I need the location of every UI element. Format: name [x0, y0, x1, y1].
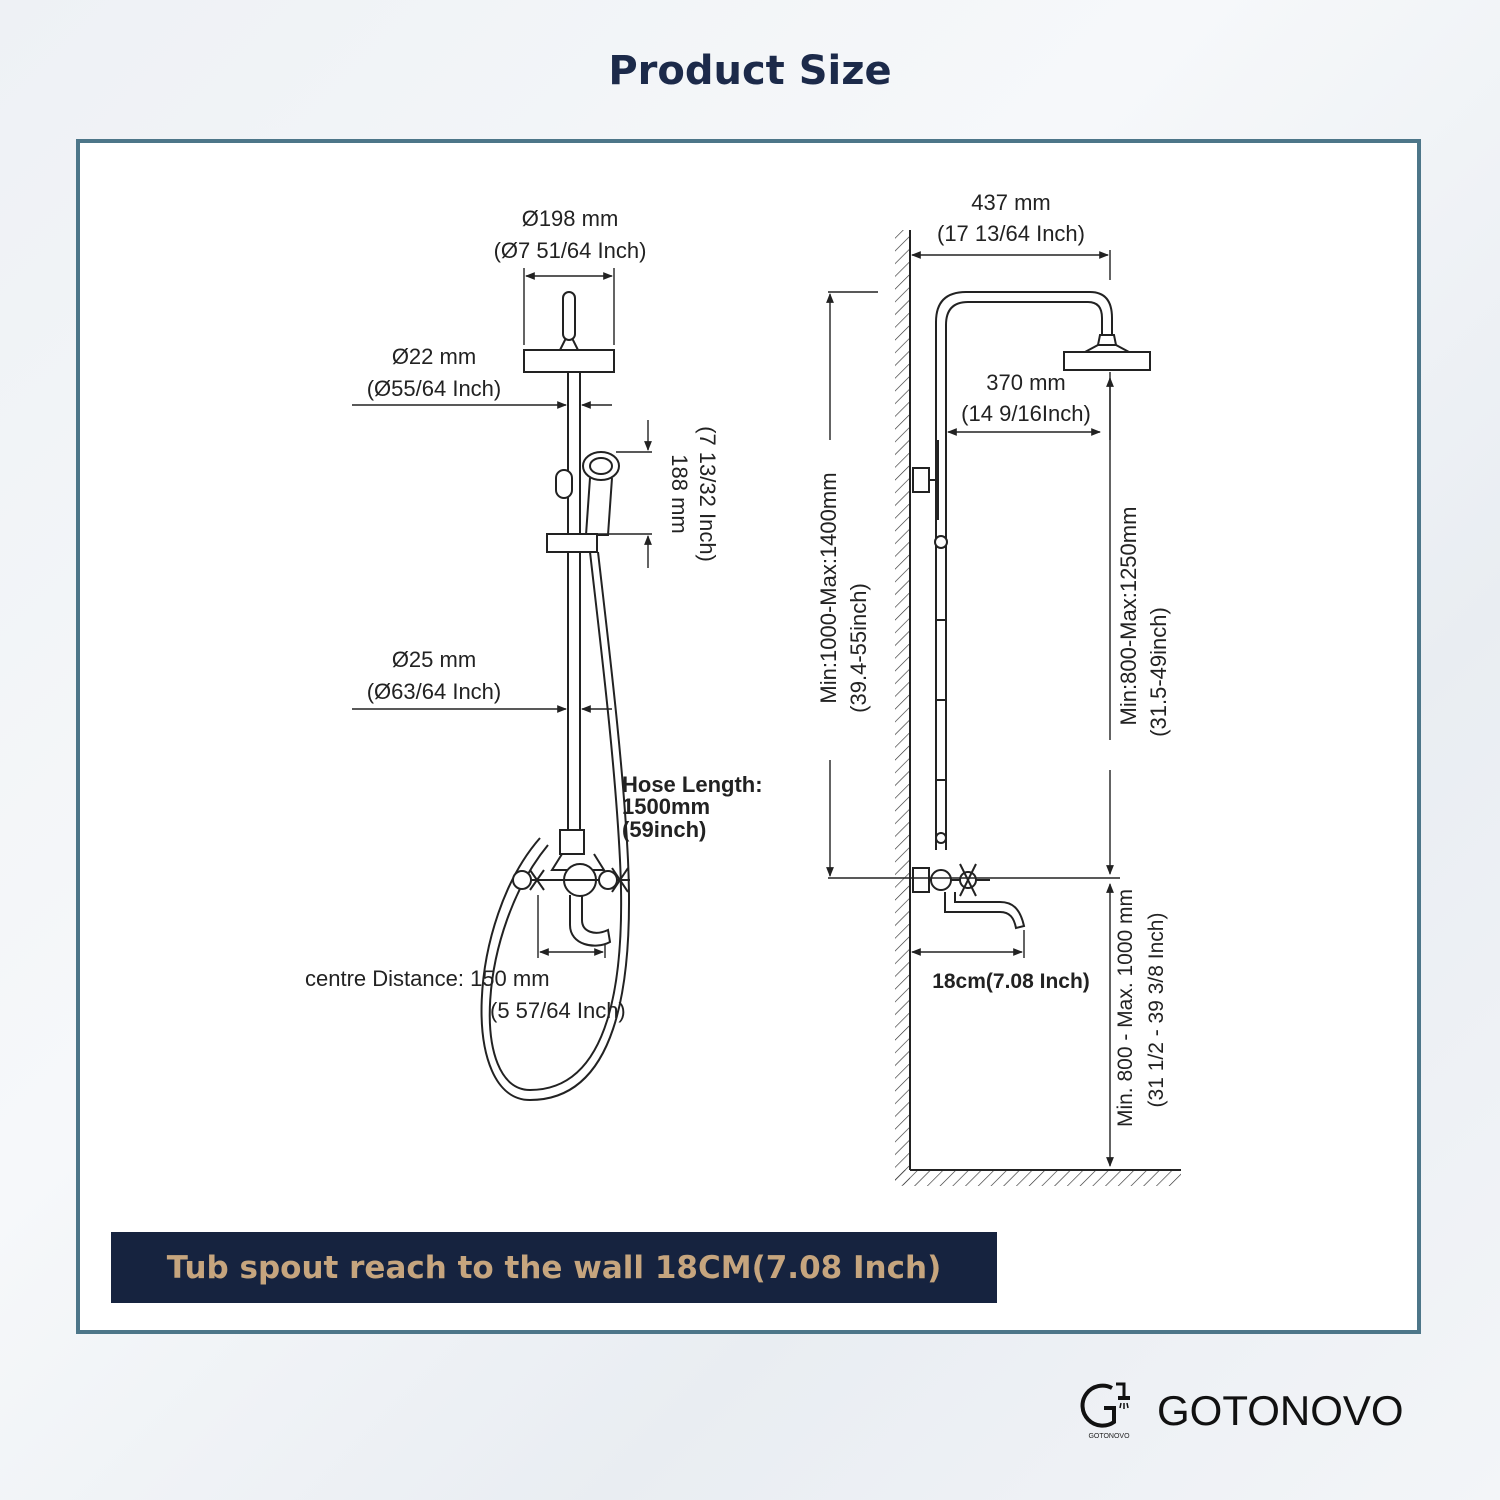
- arm-reach-label: 437 mm: [971, 190, 1050, 215]
- floor-hatch: [895, 1170, 1181, 1186]
- logo-caption: GOTONOVO: [1088, 1433, 1130, 1440]
- head-diameter-label: Ø198 mm: [522, 206, 619, 231]
- shower-g-logo-icon: GOTONOVO: [1080, 1382, 1130, 1440]
- riser-pipe: [567, 372, 581, 830]
- spout-reach-banner: Tub spout reach to the wall 18CM(7.08 In…: [111, 1232, 997, 1303]
- head-offset-label: 370 mm: [986, 370, 1065, 395]
- install-height-inch-label: (31 1/2 - 39 3/8 Inch): [1145, 913, 1168, 1108]
- riser-height-label: Min:800-Max:1250mm: [1116, 507, 1141, 726]
- spout-reach-label: 18cm(7.08 Inch): [932, 970, 1090, 993]
- arm-reach-inch-label: (17 13/64 Inch): [937, 221, 1085, 246]
- brand-name: GOTONOVO: [1157, 1387, 1404, 1434]
- rail-diameter-inch-label: (Ø63/64 Inch): [367, 679, 502, 704]
- banner-text: Tub spout reach to the wall 18CM(7.08 In…: [166, 1249, 942, 1286]
- handheld-length-inch-label: (7 13/32 Inch): [695, 426, 720, 562]
- head-diameter-inch-label: (Ø7 51/64 Inch): [494, 238, 647, 263]
- centre-distance-inch-label: (5 57/64 Inch): [490, 998, 626, 1023]
- riser-height-inch-label: (31.5-49inch): [1146, 607, 1171, 737]
- side-riser: [912, 420, 948, 850]
- install-height-label: Min. 800 - Max. 1000 mm: [1114, 889, 1137, 1127]
- arm-diameter-inch-label: (Ø55/64 Inch): [367, 376, 502, 401]
- page-title: Product Size: [608, 48, 892, 94]
- hose-length-title: Hose Length:: [622, 772, 763, 797]
- front-view-drawing: [480, 291, 631, 1102]
- rain-shower-head: [523, 291, 615, 373]
- total-height-inch-label: (39.4-55inch): [846, 583, 871, 713]
- side-view-labels: 437 mm (17 13/64 Inch) 370 mm (14 9/16In…: [816, 190, 1171, 1127]
- rail-diameter-label: Ø25 mm: [392, 647, 476, 672]
- handheld-length-label: 188 mm: [667, 454, 692, 533]
- front-view-dimensions: [352, 268, 652, 958]
- hose-length-inch: (59inch): [622, 817, 706, 842]
- mixer-valve: [512, 829, 630, 947]
- total-height-label: Min:1000-Max:1400mm: [816, 472, 841, 703]
- wall-hatch: [895, 230, 910, 1185]
- side-view-drawing: [895, 230, 1181, 1186]
- side-mixer: [912, 863, 1026, 930]
- centre-distance-label: centre Distance: 150 mm: [305, 966, 550, 991]
- head-offset-inch-label: (14 9/16Inch): [961, 401, 1091, 426]
- hose: [480, 551, 631, 1102]
- hand-shower: [546, 451, 620, 553]
- side-shower-head: [1063, 334, 1151, 371]
- hose-length-value: 1500mm: [622, 794, 710, 819]
- diagram-frame: [76, 139, 1421, 1334]
- side-view-dimensions: [826, 250, 1120, 1167]
- shower-arm: [935, 291, 1113, 420]
- front-view-labels: Ø198 mm (Ø7 51/64 Inch) Ø22 mm (Ø55/64 I…: [305, 206, 763, 1023]
- arm-diameter-label: Ø22 mm: [392, 344, 476, 369]
